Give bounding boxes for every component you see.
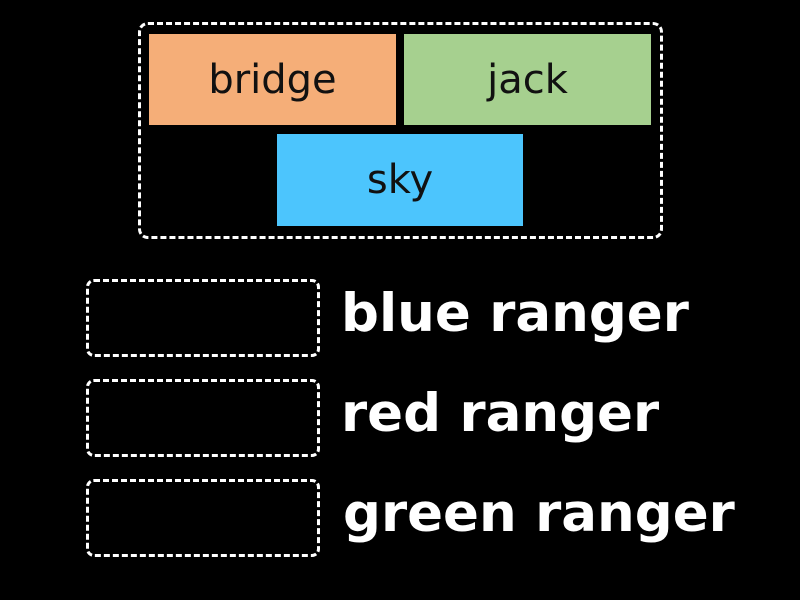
prompt-label-blue-ranger: blue ranger bbox=[341, 283, 689, 344]
answer-tile-jack[interactable]: jack bbox=[404, 34, 651, 125]
drop-slot-green-ranger[interactable] bbox=[86, 479, 320, 557]
tile-label: sky bbox=[366, 157, 434, 203]
prompt-label-green-ranger: green ranger bbox=[343, 483, 735, 544]
answer-tile-sky[interactable]: sky bbox=[277, 134, 523, 226]
tile-bank bbox=[138, 22, 663, 239]
answer-tile-bridge[interactable]: bridge bbox=[149, 34, 396, 125]
tile-label: jack bbox=[487, 56, 568, 103]
tile-label: bridge bbox=[208, 56, 337, 103]
prompt-label-red-ranger: red ranger bbox=[341, 383, 660, 444]
drop-slot-blue-ranger[interactable] bbox=[86, 279, 320, 357]
drop-slot-red-ranger[interactable] bbox=[86, 379, 320, 457]
